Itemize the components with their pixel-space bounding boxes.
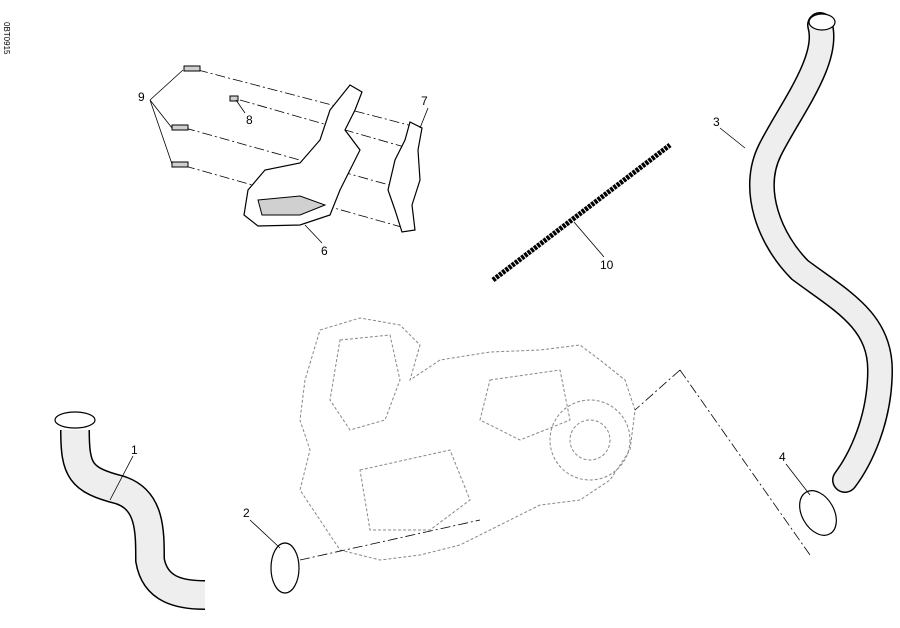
reference-code: 0BT0915 (2, 22, 11, 55)
screws (171, 65, 239, 168)
duct-end (808, 13, 836, 31)
drive-chain (491, 143, 672, 282)
engine-outline (299, 317, 636, 561)
duct-end-lower (54, 411, 96, 429)
chain-guard-shade (257, 195, 327, 216)
callout-4: 4 (779, 450, 786, 464)
callout-6: 6 (321, 244, 328, 258)
callout-8: 8 (246, 113, 253, 127)
callout-2: 2 (243, 506, 250, 520)
callout-7: 7 (421, 94, 428, 108)
callout-1: 1 (131, 443, 138, 457)
hose-clamp (270, 542, 300, 594)
callout-10: 10 (600, 258, 614, 272)
callout-9: 9 (138, 90, 145, 104)
hose-clamp (799, 490, 837, 536)
bracket (387, 121, 423, 233)
leader-lines (109, 69, 811, 549)
chain-guard (243, 84, 363, 227)
callout-3: 3 (713, 115, 720, 129)
assembly-lines (184, 69, 811, 561)
